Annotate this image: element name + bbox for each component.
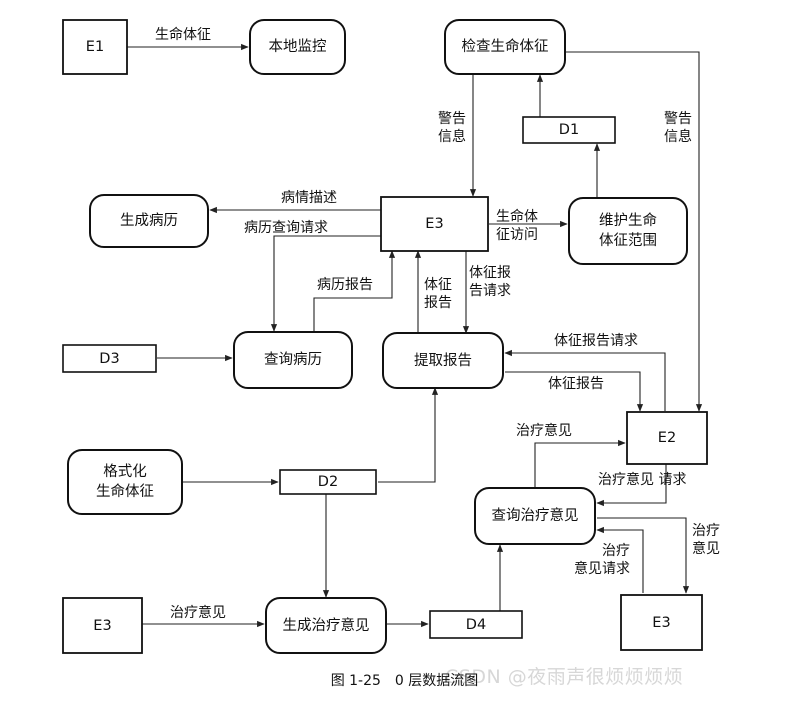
flow-label-vitals-access: 生命体 征访问 bbox=[496, 209, 538, 243]
flow-label-vitals-report-req-down: 体征报 告请求 bbox=[469, 265, 511, 299]
flow-label-record-report: 病历报告 bbox=[317, 277, 373, 293]
flow-check-to-e2-warning bbox=[565, 51, 703, 412]
flow-label-treatment-req-from-e3: 治疗 意见请求 bbox=[574, 543, 630, 577]
figure-caption: 图 1-25 0 层数据流图 bbox=[330, 673, 479, 689]
flow-query-record-to-e3 bbox=[313, 250, 396, 332]
flow-label-treatment-req-from-e2: 治疗意见 请求 bbox=[598, 472, 687, 488]
process-extract-report: 提取报告 bbox=[414, 352, 472, 369]
process-extract-report-shape bbox=[382, 332, 504, 389]
store-d2-shape bbox=[279, 469, 377, 495]
store-d3: D3 bbox=[99, 350, 120, 367]
store-d1-shape bbox=[522, 116, 616, 144]
flow-label-vitals-report-req: 体征报告请求 bbox=[554, 333, 638, 349]
flow-e2-to-extract-req bbox=[504, 349, 666, 411]
process-check-vitals: 检查生命体征 bbox=[461, 39, 549, 55]
process-maintain-range-shape bbox=[568, 197, 688, 265]
flow-e3-right-to-query-treatment bbox=[596, 526, 644, 593]
flow-label-treatment-in: 治疗意见 bbox=[170, 605, 226, 621]
entity-e3-bottom-right-shape bbox=[620, 594, 703, 651]
flow-label-treatment-to-e3: 治疗 意见 bbox=[692, 523, 720, 557]
entity-e3-center-shape bbox=[380, 196, 489, 252]
watermark: CSDN @夜雨声很烦烦烦烦 bbox=[445, 666, 684, 688]
flow-label-treatment-up: 治疗意见 bbox=[516, 423, 572, 439]
flow-label-vitals-report-up: 体征 报告 bbox=[424, 277, 452, 311]
entity-e3-bottom-left: E3 bbox=[93, 617, 112, 634]
flow-extract-to-e2-report bbox=[505, 371, 644, 412]
flow-label-illness-desc: 病情描述 bbox=[281, 190, 337, 206]
flow-query-treatment-to-e2 bbox=[534, 439, 626, 487]
process-local-monitor-shape bbox=[249, 19, 346, 75]
entity-e3-bottom-right: E3 bbox=[652, 614, 671, 631]
process-query-treatment-shape bbox=[474, 487, 596, 545]
flow-e3-to-query-record bbox=[270, 235, 381, 332]
entity-e1: E1 bbox=[85, 39, 105, 55]
flow-label-vitals-report: 体征报告 bbox=[548, 376, 604, 392]
process-local-monitor: 本地监控 bbox=[268, 39, 327, 55]
flow-label-warning-right: 警告 信息 bbox=[664, 111, 692, 145]
process-gen-treatment: 生成治疗意见 bbox=[282, 617, 370, 634]
process-gen-record-shape bbox=[89, 194, 209, 248]
process-maintain-range: 维护生命 体征范围 bbox=[599, 213, 657, 249]
store-d2: D2 bbox=[317, 474, 339, 490]
flow-d2-to-extract bbox=[378, 387, 439, 483]
store-d4: D4 bbox=[465, 616, 487, 633]
flow-label-record-query-req: 病历查询请求 bbox=[244, 220, 328, 236]
flow-e2-to-query-treatment bbox=[596, 463, 667, 507]
process-format-vitals: 格式化 生命体征 bbox=[96, 464, 154, 500]
store-d1: D1 bbox=[558, 122, 580, 138]
diagram-shapes bbox=[62, 19, 708, 654]
flow-label-warning-left: 警告 信息 bbox=[438, 111, 466, 145]
entity-e2-shape bbox=[626, 411, 708, 465]
store-d4-shape bbox=[429, 610, 523, 639]
process-gen-record: 生成病历 bbox=[120, 213, 178, 229]
flow-label-vital-signs: 生命体征 bbox=[155, 27, 211, 43]
entity-e2: E2 bbox=[657, 430, 677, 446]
process-check-vitals-shape bbox=[444, 19, 566, 75]
process-query-treatment: 查询治疗意见 bbox=[491, 508, 579, 524]
process-gen-treatment-shape bbox=[265, 597, 387, 654]
entity-e3-center: E3 bbox=[425, 216, 444, 232]
process-query-record: 查询病历 bbox=[264, 352, 322, 368]
entity-e1-shape bbox=[62, 19, 128, 75]
store-d3-shape bbox=[62, 344, 157, 373]
process-format-vitals-shape bbox=[67, 449, 183, 515]
flow-lines bbox=[127, 43, 703, 628]
flow-query-treatment-to-e3-right bbox=[597, 517, 690, 594]
entity-e3-bottom-left-shape bbox=[62, 597, 143, 654]
process-query-record-shape bbox=[233, 331, 353, 389]
